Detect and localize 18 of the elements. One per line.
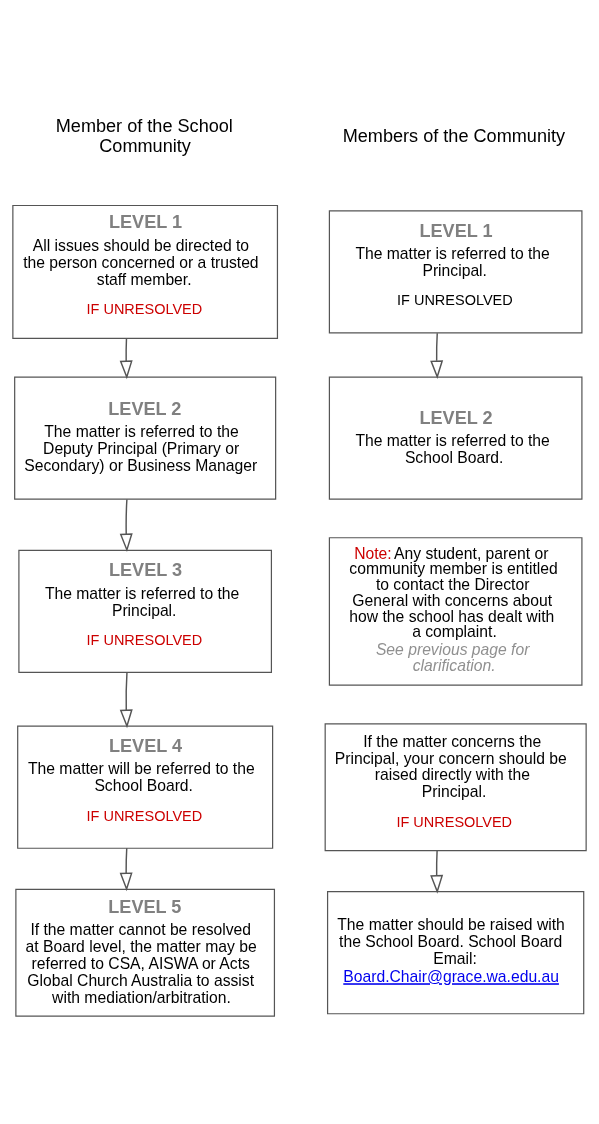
node-box: The matter should be raised with the School Board. School Board Email: Board.Chair@grace.wa.edu.au: [327, 890, 585, 1014]
arrow: [430, 849, 444, 894]
label: Member of the School Community: [55, 115, 233, 156]
node-box: LEVEL 3 The matter is referred to the Principal. IF UNRESOLVED: [18, 549, 272, 673]
label: Members of the Community: [342, 125, 566, 146]
node-box: If the matter concerns the Principal, your concern should be raised directly with the Principal. IF UNRESOLVED: [324, 722, 587, 851]
node-box: LEVEL 2 The matter is referred to the Deputy Principal (Primary or Secondary) or Business Manager: [14, 375, 277, 500]
node-box: LEVEL 2 The matter is referred to the School Board.: [328, 375, 583, 500]
arrow: [119, 337, 133, 379]
node-box: LEVEL 1 The matter is referred to the Principal. IF UNRESOLVED: [328, 209, 583, 334]
arrow: [430, 331, 444, 379]
node-box: LEVEL 5 If the matter cannot be resolved at Board level, the matter may be referred to CSA, AISWA or Acts Global Church Australia to assist with mediation/arbitration.: [15, 888, 276, 1017]
node-box: LEVEL 4 The matter will be referred to the School Board. IF UNRESOLVED: [17, 725, 274, 849]
arrow: [119, 847, 133, 891]
node-box: Note: Any student, parent or community member is entitled to contact the Director General with concerns about how the school has dealt with a complaint. See previous page for clarification.: [328, 536, 583, 686]
node-box: LEVEL 1 All issues should be directed to the person concerned or a trusted staff member. IF UNRESOLVED: [12, 204, 279, 339]
arrow: [119, 498, 133, 552]
arrow: [119, 671, 133, 728]
